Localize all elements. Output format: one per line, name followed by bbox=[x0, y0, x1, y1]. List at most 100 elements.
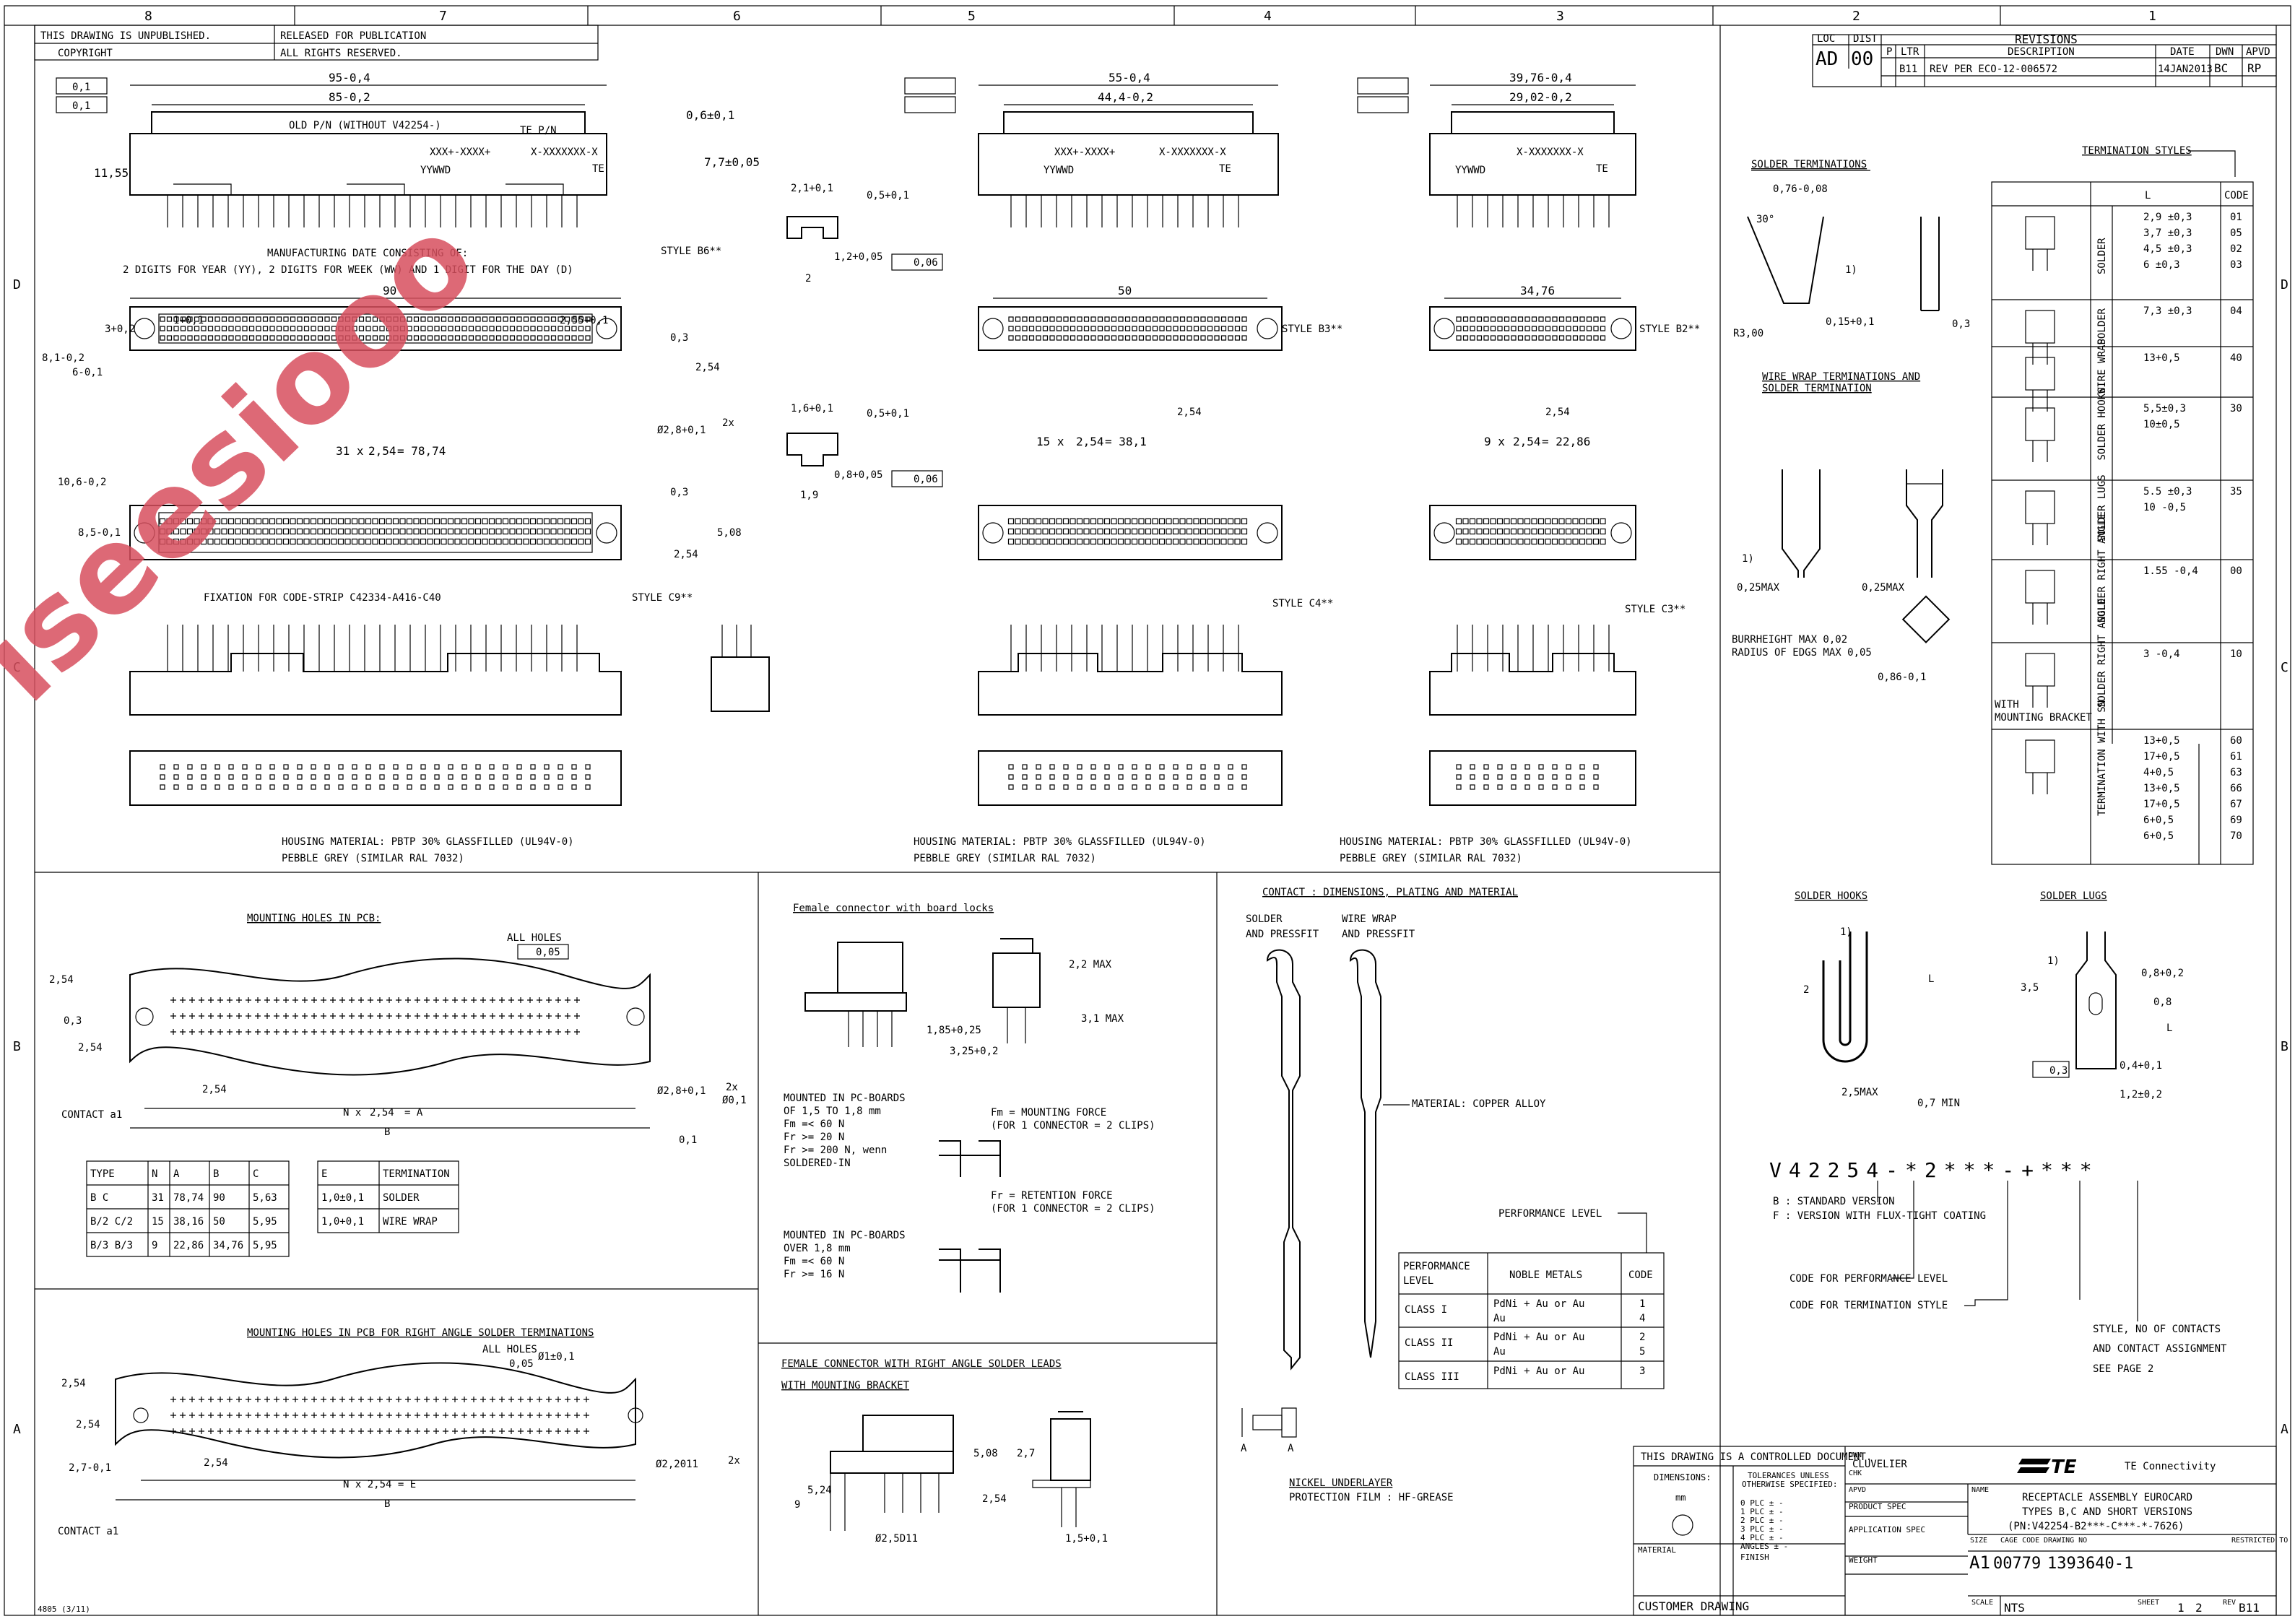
contact-cavity bbox=[393, 335, 399, 341]
contact-cavity bbox=[1545, 326, 1551, 331]
contact-cavity bbox=[495, 518, 502, 525]
contact-cavity bbox=[1111, 316, 1117, 322]
hole-mark bbox=[433, 1397, 439, 1402]
contact-cavity bbox=[1090, 316, 1096, 322]
contact-cavity bbox=[447, 518, 454, 525]
contact-cavity bbox=[1097, 528, 1103, 535]
mh-table1-cell: B/2 C/2 bbox=[90, 1216, 133, 1228]
contact-cavity bbox=[392, 518, 399, 525]
hole-mark bbox=[565, 1412, 571, 1418]
contact-cavity bbox=[1524, 774, 1530, 780]
contact-cavity bbox=[1124, 538, 1131, 545]
contact-cavity bbox=[1200, 774, 1206, 780]
hole-mark bbox=[292, 997, 298, 1003]
contact-cavity bbox=[1063, 326, 1069, 331]
termination-glyph bbox=[2025, 310, 2055, 344]
termination-glyph-pins bbox=[2032, 603, 2048, 625]
hole-mark bbox=[574, 1013, 580, 1019]
mh-all-holes: ALL HOLES bbox=[507, 932, 562, 944]
contact-cavity bbox=[173, 518, 180, 525]
contact-cavity bbox=[544, 784, 550, 790]
contact-cavity bbox=[200, 528, 207, 535]
contact-cavity bbox=[1511, 784, 1517, 790]
contact-cavity bbox=[379, 774, 385, 780]
rev-col-desc: DESCRIPTION bbox=[2008, 46, 2075, 58]
contact-cavity bbox=[214, 538, 221, 545]
contact-cavity bbox=[1097, 316, 1103, 322]
contact-cavity bbox=[1015, 316, 1021, 322]
contact-cavity bbox=[317, 335, 324, 341]
contact-cavity bbox=[303, 538, 310, 545]
contact-cavity bbox=[1111, 518, 1117, 525]
contact-cavity bbox=[180, 335, 186, 341]
contact-cavity bbox=[290, 326, 296, 331]
contact-cavity bbox=[571, 528, 578, 535]
rev-dist-value: 00 bbox=[1851, 48, 1873, 70]
contact-cavity bbox=[290, 335, 296, 341]
contact-cavity bbox=[1159, 335, 1165, 341]
contact-cavity bbox=[344, 326, 351, 331]
contact-cavity bbox=[1228, 335, 1233, 341]
contact-cavity bbox=[1600, 538, 1606, 545]
hole-mark bbox=[443, 997, 448, 1003]
contact-cavity bbox=[516, 764, 522, 770]
contact-cavity bbox=[379, 784, 385, 790]
contact-cavity bbox=[544, 774, 550, 780]
hole-mark bbox=[246, 1029, 251, 1035]
contact-cavity bbox=[303, 528, 310, 535]
perf-code: 3 bbox=[1639, 1365, 1645, 1377]
contact-cavity bbox=[1538, 774, 1544, 780]
contact-cavity bbox=[1070, 316, 1076, 322]
hole-mark bbox=[396, 1428, 402, 1434]
contact-cavity bbox=[186, 538, 194, 545]
contact-cavity bbox=[1220, 326, 1227, 331]
hole-mark bbox=[236, 997, 242, 1003]
tb-dwgno-label: DRAWING NO bbox=[2044, 1537, 2087, 1545]
dim-b-06: 0,6±0,1 bbox=[686, 108, 734, 122]
contact-cavity bbox=[516, 518, 523, 525]
contact-cavity bbox=[1228, 784, 1233, 790]
contact-cavity bbox=[1470, 335, 1475, 341]
contact-cavity bbox=[1056, 528, 1062, 535]
material-b3-2: PEBBLE GREY (SIMILAR RAL 7032) bbox=[1340, 853, 1522, 864]
contact-cavity bbox=[338, 764, 344, 770]
contact-cavity bbox=[1145, 326, 1151, 331]
hole-mark bbox=[246, 1013, 251, 1019]
mh-dim-b: B bbox=[384, 1126, 390, 1138]
contact-cavity bbox=[1022, 326, 1028, 331]
contact-cavity bbox=[331, 316, 337, 322]
contact-cavity bbox=[1077, 316, 1083, 322]
mh-table1-cell: 90 bbox=[213, 1192, 225, 1204]
contact-cavity bbox=[1234, 316, 1241, 322]
contact-cavity bbox=[420, 528, 427, 535]
row-label-a-left: A bbox=[13, 1422, 21, 1437]
hole-mark bbox=[583, 1397, 589, 1402]
contact-cavity bbox=[1022, 335, 1028, 341]
contact-cavity bbox=[1483, 784, 1489, 790]
contact-cavity bbox=[1579, 335, 1585, 341]
code-line-style3: SEE PAGE 2 bbox=[2093, 1363, 2153, 1375]
hole-mark bbox=[180, 1428, 186, 1434]
mh-table2-cell: SOLDER bbox=[383, 1192, 420, 1204]
contact-cavity bbox=[221, 335, 227, 341]
perf-code: 2 bbox=[1639, 1332, 1645, 1343]
hole-mark bbox=[424, 1013, 430, 1019]
contact-cavity bbox=[324, 784, 330, 790]
tb-cage: 00779 bbox=[1993, 1555, 2041, 1573]
hole-mark bbox=[255, 997, 261, 1003]
contact-cavity bbox=[1241, 518, 1248, 525]
hole-mark bbox=[537, 1013, 542, 1019]
contact-cavity bbox=[379, 764, 385, 770]
hole-mark bbox=[574, 1428, 580, 1434]
contact-cavity bbox=[173, 764, 179, 770]
contact-cavity bbox=[324, 764, 330, 770]
contact-cavity bbox=[427, 326, 433, 331]
hole-mark bbox=[292, 1013, 298, 1019]
hole-mark bbox=[471, 1029, 477, 1035]
contact-cavity bbox=[529, 528, 537, 535]
contact-cavity bbox=[351, 538, 358, 545]
tb-size: A1 bbox=[1969, 1553, 1990, 1573]
term-style-length: 13+0,5 bbox=[2143, 352, 2180, 364]
contact-cavity bbox=[1118, 784, 1124, 790]
contact-cavity bbox=[1158, 538, 1166, 545]
